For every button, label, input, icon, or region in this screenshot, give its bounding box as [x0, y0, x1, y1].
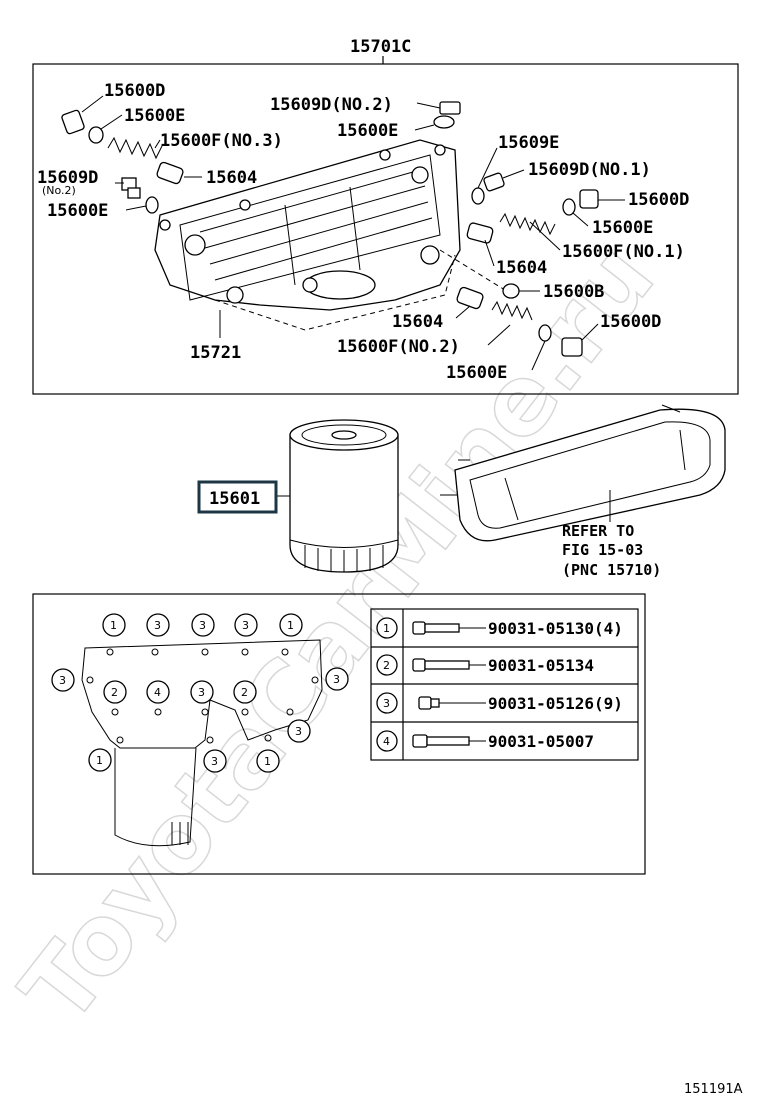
label-15600F-no3[interactable]: 15600F(NO.3) — [160, 131, 283, 151]
bolt-holes — [86, 648, 319, 744]
callout-top-2: 3 — [199, 619, 206, 632]
bolt-row-4[interactable]: 4 90031-05007 — [376, 730, 594, 752]
figure-code: 151191A — [684, 1082, 743, 1097]
filter-label-box — [197, 480, 278, 514]
spring-15600F-no3 — [107, 136, 163, 160]
label-15601[interactable]: 15601 — [209, 489, 260, 509]
bolt-table: 1 90031-05130(4) 2 90031-05134 3 — [370, 608, 639, 761]
callout-top-0: 1 — [110, 619, 117, 632]
label-15600F-no2[interactable]: 15600F(NO.2) — [337, 337, 460, 357]
bolt-callouts: 1 3 3 3 1 3 3 2 4 3 2 3 1 3 1 — [51, 613, 349, 773]
bolt-row-2[interactable]: 2 90031-05134 — [376, 654, 594, 676]
valve-15604-right — [466, 222, 494, 244]
spring-15600F-no2 — [487, 300, 533, 346]
bolt-row-3[interactable]: 3 90031-05126(9) — [376, 692, 623, 714]
label-15609D-no1[interactable]: 15609D(NO.1) — [528, 160, 651, 180]
callout-bottom-2: 1 — [264, 755, 271, 768]
label-no2-sub: (No.2) — [42, 184, 76, 197]
bolt-layout-frame — [32, 593, 646, 875]
label-15600D-a[interactable]: 15600D — [104, 81, 165, 101]
label-15600B[interactable]: 15600B — [543, 282, 604, 302]
plug-15609D-no2-top — [416, 101, 461, 115]
gasket-15600E-top — [433, 115, 455, 129]
label-15604-f[interactable]: 15604 — [206, 168, 257, 188]
gasket-15600E-lower — [538, 324, 552, 342]
gasket-15600E-right — [562, 198, 576, 216]
bolt-layout: 1 3 3 3 1 3 3 2 4 3 2 3 1 3 1 1 — [32, 593, 646, 875]
bolt-row-4-part: 90031-05007 — [488, 732, 594, 751]
plug-15609D-no2-left — [115, 177, 141, 199]
bolt-row-1-no: 1 — [383, 622, 390, 635]
gasket-15600E-upper-left — [88, 126, 104, 144]
label-15600D-q[interactable]: 15600D — [600, 312, 661, 332]
oil-cooler-assembly: 15701C — [32, 37, 739, 395]
valve-15604-lower — [456, 286, 484, 310]
label-15600D-k[interactable]: 15600D — [628, 190, 689, 210]
oil-filter: 15601 — [197, 419, 399, 573]
refer-line2: FIG 15-03 — [562, 541, 643, 559]
bolt-row-4-no: 4 — [383, 735, 390, 748]
label-15609E[interactable]: 15609E — [498, 133, 559, 153]
callout-top-3: 3 — [242, 619, 249, 632]
bolt-row-2-no: 2 — [383, 659, 390, 672]
label-15600E-e[interactable]: 15600E — [47, 201, 108, 221]
valve-15604-left — [156, 161, 184, 185]
label-15600E-h[interactable]: 15600E — [337, 121, 398, 141]
gasket-reference: REFER TO FIG 15-03 (PNC 15710) — [440, 404, 726, 579]
gasket-15609E — [471, 187, 485, 205]
bolt-row-2-part: 90031-05134 — [488, 656, 594, 675]
bolt-row-1[interactable]: 1 90031-05130(4) — [376, 617, 623, 639]
callout-left: 3 — [59, 674, 66, 687]
label-15609D-no2[interactable]: 15609D(NO.2) — [270, 95, 393, 115]
label-15600F-no1[interactable]: 15600F(NO.1) — [562, 242, 685, 262]
label-15600E-b[interactable]: 15600E — [124, 106, 185, 126]
label-15609D-left[interactable]: 15609D — [37, 168, 98, 188]
label-15604-p[interactable]: 15604 — [392, 312, 443, 332]
bolt-row-3-part: 90031-05126(9) — [488, 694, 623, 713]
plug-15600D-lower — [561, 323, 599, 357]
label-15600E-t[interactable]: 15600E — [446, 363, 507, 383]
gasket-15600B — [502, 283, 520, 299]
refer-line3: (PNC 15710) — [562, 561, 661, 579]
callout-bottom-1: 3 — [211, 755, 218, 768]
label-15721[interactable]: 15721 — [190, 343, 241, 363]
callout-mid-0: 2 — [111, 686, 118, 699]
cooler-body — [154, 139, 461, 311]
callout-mid-2: 3 — [198, 686, 205, 699]
callout-right: 3 — [333, 673, 340, 686]
label-15604-n[interactable]: 15604 — [496, 258, 547, 278]
callout-lower-mid: 3 — [295, 725, 302, 738]
bolt-row-1-part: 90031-05130(4) — [488, 619, 623, 638]
callout-top-4: 1 — [287, 619, 294, 632]
callout-bottom-0: 1 — [96, 754, 103, 767]
plug-15600D-right — [579, 189, 625, 209]
plug-15600D-upper-left — [61, 95, 104, 135]
callout-mid-3: 2 — [241, 686, 248, 699]
spring-15600F-no1 — [499, 212, 561, 251]
label-15600E-l[interactable]: 15600E — [592, 218, 653, 238]
callout-mid-1: 4 — [154, 686, 161, 699]
callout-top-1: 3 — [154, 619, 161, 632]
label-15701C[interactable]: 15701C — [350, 37, 411, 57]
assembly-frame — [32, 63, 739, 395]
refer-line1: REFER TO — [562, 522, 634, 540]
bolt-row-3-no: 3 — [383, 697, 390, 710]
gasket-15600E-left — [145, 196, 159, 214]
plug-15609D-no1 — [483, 169, 525, 192]
